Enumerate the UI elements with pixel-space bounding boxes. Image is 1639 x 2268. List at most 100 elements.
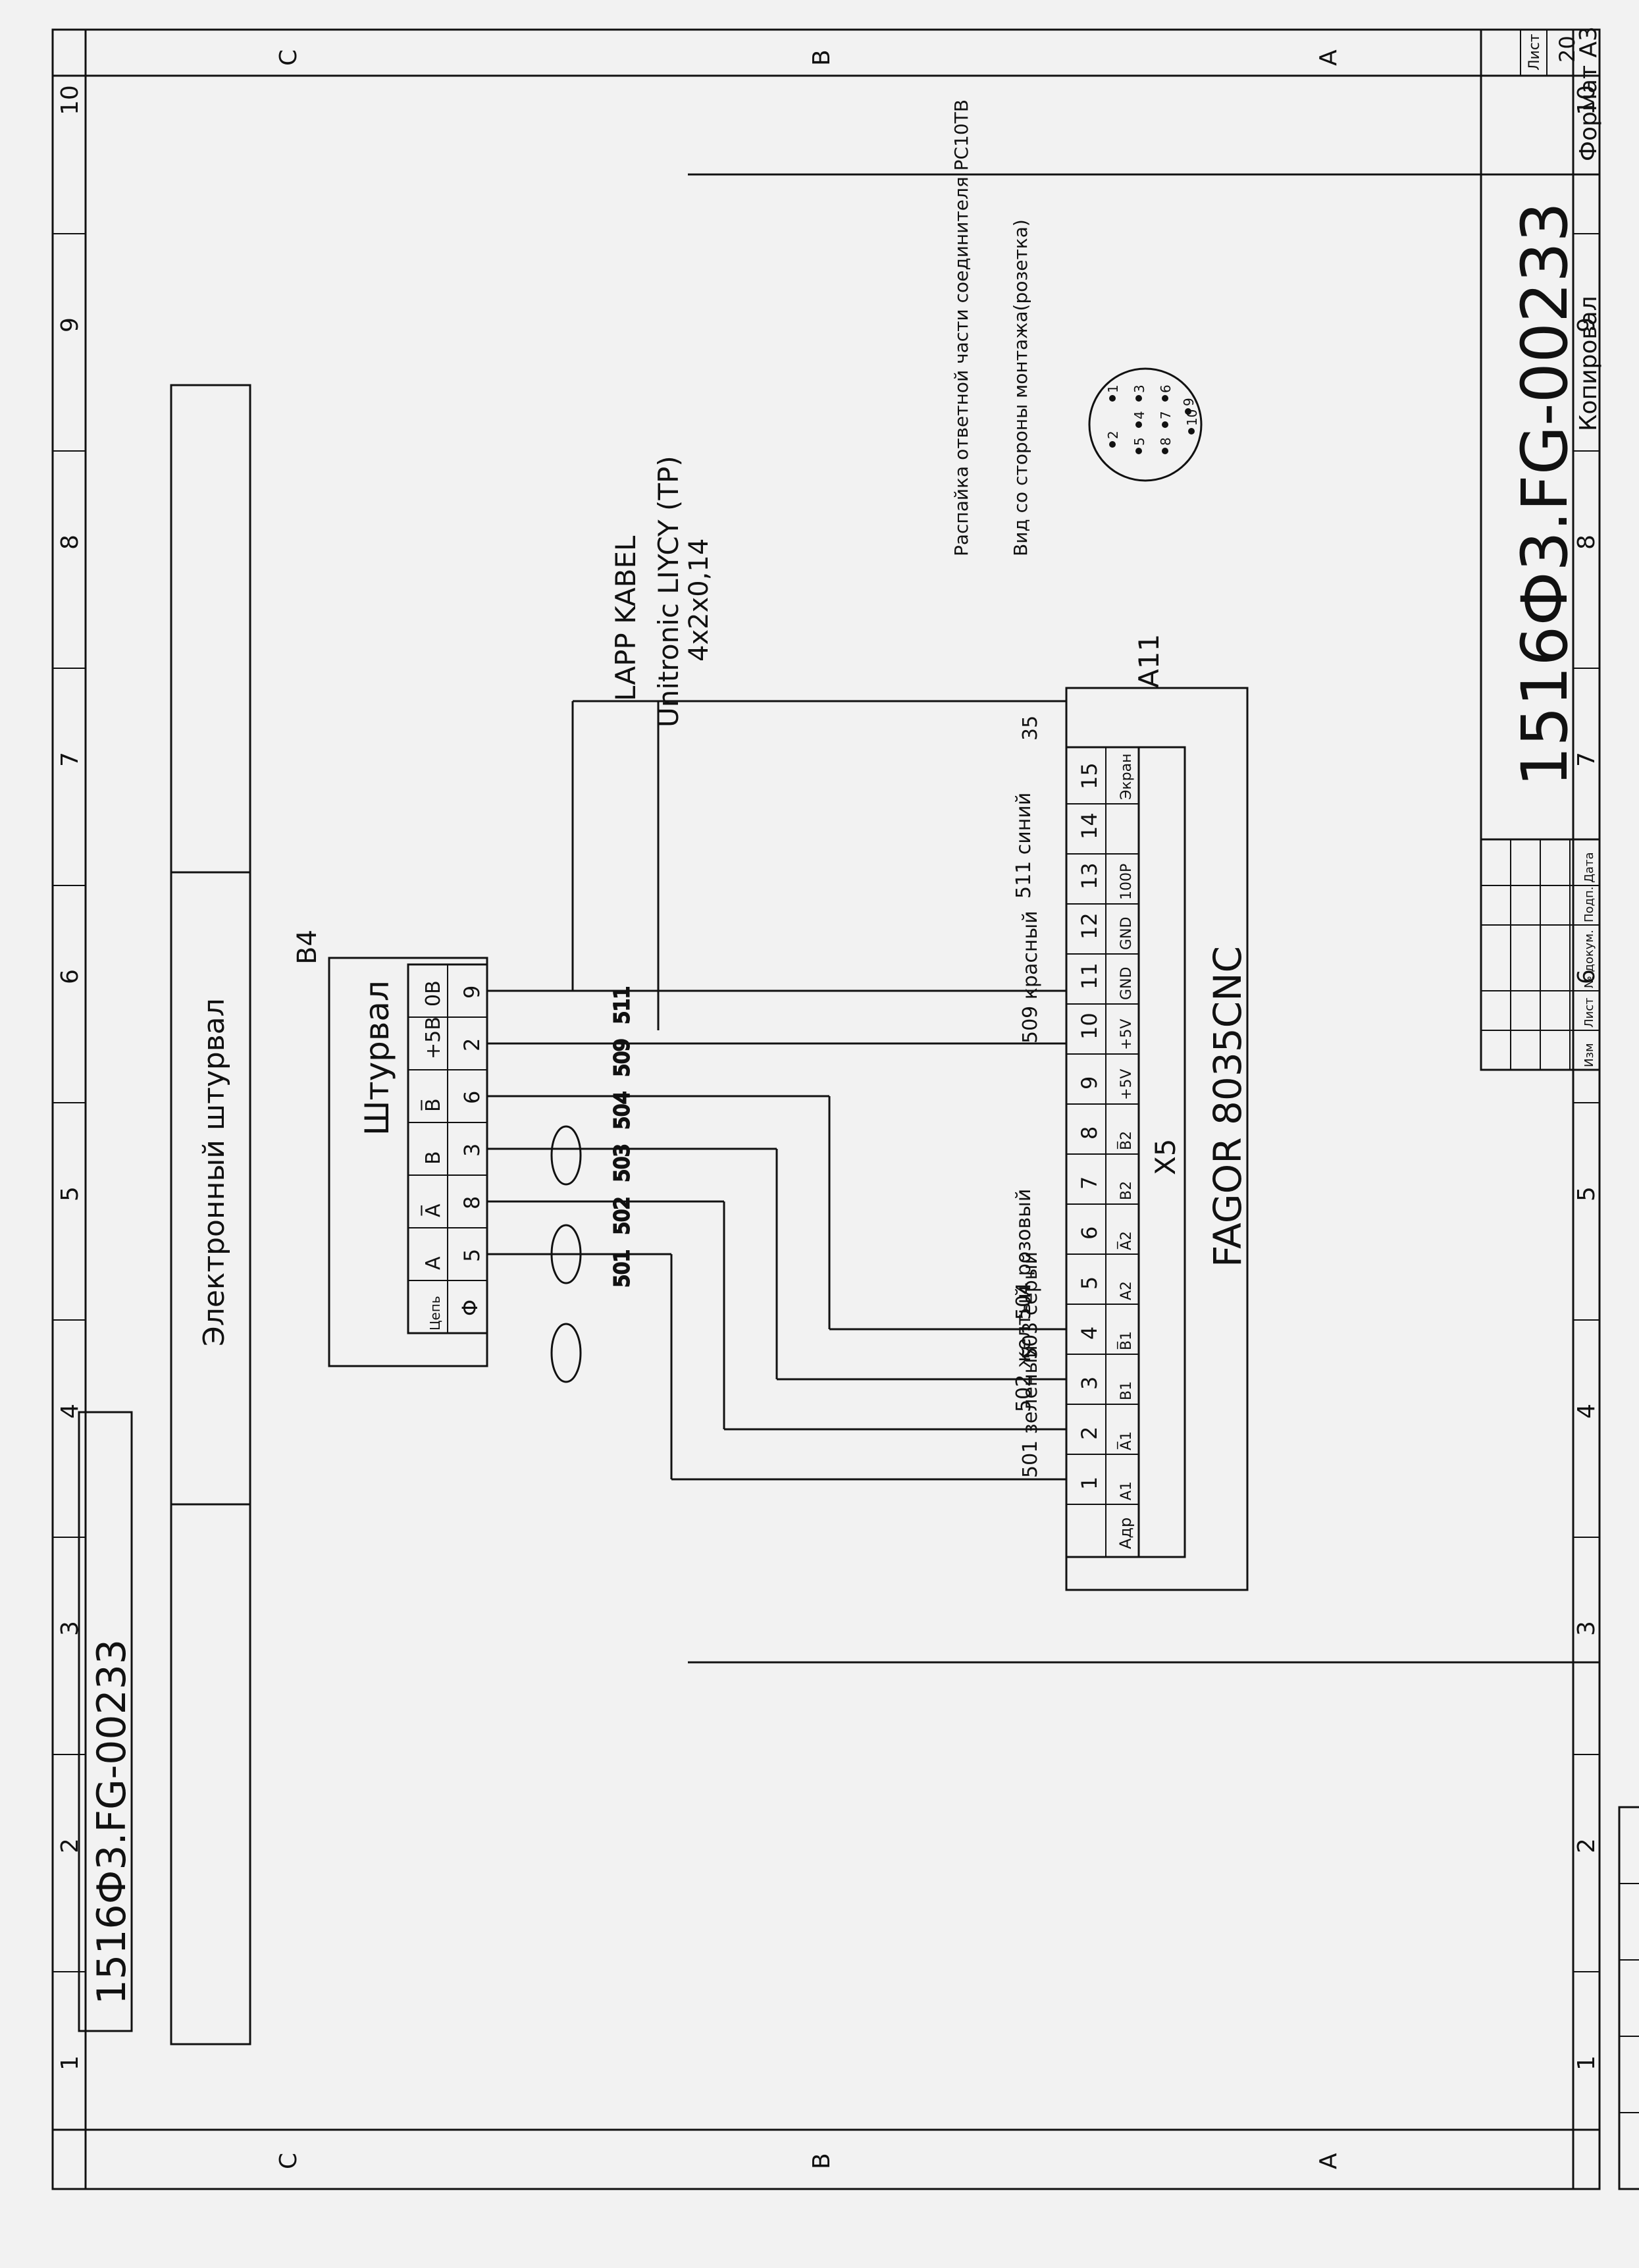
handwheel-signal: B̅ xyxy=(421,1098,445,1112)
row-number-top: 4 xyxy=(57,1404,84,1419)
socket-pin-number: 5 xyxy=(1132,437,1147,446)
handwheel-signal: A xyxy=(422,1256,445,1270)
socket-pin-dot xyxy=(1162,448,1168,454)
connector-pin-number: 9 xyxy=(1077,1076,1102,1090)
sheet-label: Лист xyxy=(1526,34,1543,70)
pinout-note: Распайка ответной части соединителя PC10… xyxy=(950,99,1203,556)
row-number-top: 2 xyxy=(57,1838,84,1853)
title-block-column: Подп. xyxy=(1582,887,1596,922)
socket-pin-number: 2 xyxy=(1105,431,1121,439)
zone-letter-left: C xyxy=(275,2153,302,2169)
row-number-bottom: 9 xyxy=(1573,317,1600,332)
socket-pin-dot xyxy=(1109,441,1116,448)
socket-outline xyxy=(1088,367,1203,482)
row-number-bottom: 4 xyxy=(1573,1404,1600,1419)
wire-number: 504 xyxy=(611,1092,634,1129)
title-strip-text: Электронный штурвал xyxy=(197,998,231,1346)
wire-number: 501 xyxy=(611,1250,634,1287)
socket-pin-dot xyxy=(1188,428,1195,435)
left-stamp: Инв. № подл.Подп. и датаВзам. инв. №Инв.… xyxy=(1618,1806,1639,2190)
format-label: Формат А3 xyxy=(1575,26,1602,161)
doc-number-box: 1516Ф3.FG-00233 xyxy=(78,1411,135,2032)
zone-letter-right: B xyxy=(808,49,835,66)
socket-pin-number: 9 xyxy=(1181,398,1197,406)
connector-pin-signal: GND xyxy=(1118,967,1135,1000)
wire-number: 511 xyxy=(611,986,634,1024)
row-number-bottom: 6 xyxy=(1573,969,1600,984)
socket-pin-dot xyxy=(1135,395,1142,402)
connector-pin-number: 8 xyxy=(1077,1126,1102,1140)
handwheel-phase: Φ xyxy=(457,1300,482,1316)
connector-pin-signal: B1 xyxy=(1118,1381,1135,1400)
connector-pin-signal: 100P xyxy=(1118,864,1135,900)
cable-spec: LAPP KABEL Unitronic LIYCY (TP) 4x2x0,14 xyxy=(610,456,714,727)
zone-letter-right: C xyxy=(275,49,302,66)
socket-pin-dot xyxy=(1135,448,1142,454)
row-number-top: 7 xyxy=(57,752,84,767)
handwheel-pin: 3 xyxy=(459,1144,484,1157)
connector-pin-signal: B̅1 xyxy=(1117,1331,1135,1350)
connector-pin-signal: +5V xyxy=(1118,1069,1135,1100)
zone-letter-right: A xyxy=(1315,49,1342,66)
socket-pin-number: 7 xyxy=(1158,411,1174,419)
connector-pin-signal: B̅2 xyxy=(1117,1131,1135,1150)
title-strip: Электронный штурвал xyxy=(170,384,251,2045)
connector-plug: X5 xyxy=(1149,1139,1182,1176)
connector-pin-number: 15 xyxy=(1077,762,1102,789)
connector-pin-number: 10 xyxy=(1077,1013,1102,1040)
title-block-column: Лист xyxy=(1582,997,1596,1028)
copied-by-label: Копировал xyxy=(1575,296,1602,431)
connector-pin-signal: Экран xyxy=(1118,754,1135,800)
row-number-top: 9 xyxy=(57,317,84,332)
row-number-bottom: 2 xyxy=(1573,1838,1600,1853)
row-number-top: 8 xyxy=(57,535,84,550)
row-number-top: 1 xyxy=(57,2055,84,2070)
socket-pin-dot xyxy=(1135,421,1142,428)
handwheel-pin: 5 xyxy=(459,1249,484,1262)
twisted-pair-mark xyxy=(550,1224,582,1284)
handwheel-signal: A̅ xyxy=(421,1203,445,1217)
zone-letters: C C B B A A xyxy=(275,49,1342,2169)
row-number-bottom: 3 xyxy=(1573,1621,1600,1636)
handwheel-pin: 8 xyxy=(459,1196,484,1209)
row-number-top: 10 xyxy=(57,85,84,115)
handwheel-pin: 9 xyxy=(459,986,484,999)
socket-pin-number: 4 xyxy=(1132,411,1147,419)
wire-number: 503 xyxy=(611,1144,634,1182)
row-number-bottom: 8 xyxy=(1573,535,1600,550)
socket-pin-number: 8 xyxy=(1158,437,1174,446)
row-number-bottom: 1 xyxy=(1573,2055,1600,2070)
zone-letter-left: A xyxy=(1315,2153,1342,2169)
row-number-top: 5 xyxy=(57,1186,84,1201)
socket-pin-number: 3 xyxy=(1132,384,1147,393)
connector-ref: A11 xyxy=(1133,634,1165,688)
connector-pin-signal: A2 xyxy=(1118,1281,1135,1300)
connector-pin-signal: A1 xyxy=(1118,1481,1135,1500)
title-block-column: Дата xyxy=(1582,852,1596,883)
connector-pin-number: 7 xyxy=(1077,1176,1102,1190)
twisted-pair-mark xyxy=(550,1125,582,1186)
handwheel-col-header: Цепь xyxy=(427,1296,443,1331)
socket-pin-number: 6 xyxy=(1158,384,1174,393)
drawing: 1 1 2 2 3 3 4 4 5 5 6 6 7 7 8 8 9 9 10 10 C C B B A A Инв. № под… xyxy=(51,26,1639,2190)
handwheel-signal: 0В xyxy=(422,980,445,1007)
sheet-number: 20 xyxy=(1555,36,1580,63)
row-numbers: 1 1 2 2 3 3 4 4 5 5 6 6 7 7 8 8 9 9 10 10 xyxy=(53,85,1600,2070)
pinout-caption: Распайка ответной части соединителя PC10… xyxy=(950,99,972,556)
connector-addr-header: Адр xyxy=(1116,1517,1135,1549)
connector-pin-number: 6 xyxy=(1077,1226,1102,1240)
row-number-bottom: 10 xyxy=(1573,85,1600,115)
connector-pin-number: 2 xyxy=(1077,1427,1102,1440)
pinout-view: Вид со стороны монтажа(розетка) xyxy=(1010,219,1031,556)
wire-label: 509 красный xyxy=(1019,910,1042,1043)
wire-label: 501 зеленый xyxy=(1019,1345,1042,1478)
socket-pin-dot xyxy=(1162,421,1168,428)
zone-letter-left: B xyxy=(808,2153,835,2169)
connector-pin-signal: A̅2 xyxy=(1117,1231,1135,1250)
socket-pin-dot xyxy=(1185,408,1191,415)
wire-label: 511 синий xyxy=(1012,793,1035,899)
